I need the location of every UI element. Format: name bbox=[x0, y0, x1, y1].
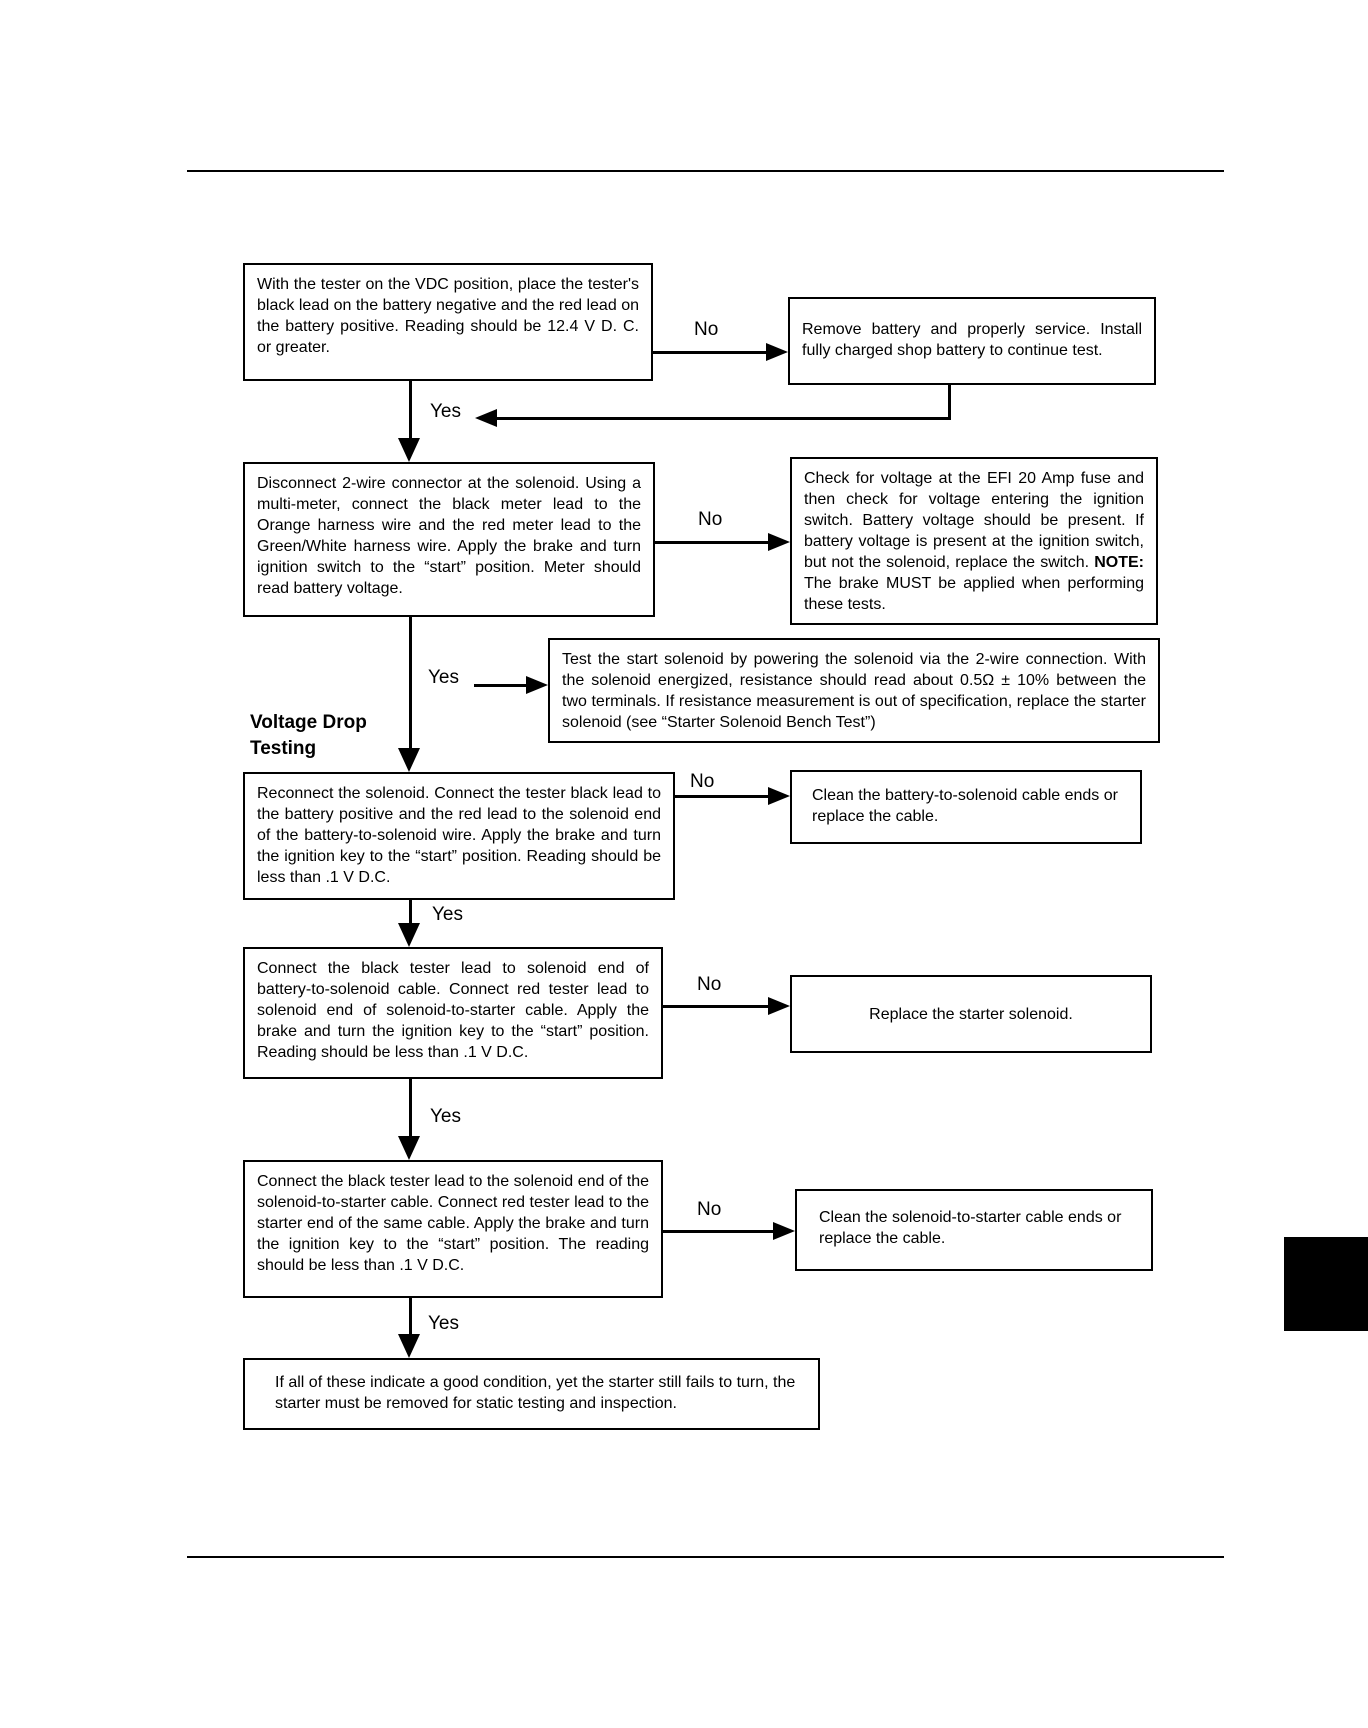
box-text: Reconnect the solenoid. Connect the test… bbox=[257, 785, 661, 886]
arrowhead-right-icon bbox=[768, 787, 790, 805]
flowchart-box-replace-solenoid: Replace the starter solenoid. bbox=[790, 975, 1152, 1053]
box-text: Test the start solenoid by powering the … bbox=[562, 651, 1146, 731]
connector-line bbox=[497, 417, 951, 420]
section-heading: Voltage Drop Testing bbox=[250, 712, 367, 759]
connector-line bbox=[409, 381, 412, 441]
box-text: With the tester on the VDC position, pla… bbox=[257, 276, 639, 356]
flowchart-box-check-fuse: Check for voltage at the EFI 20 Amp fuse… bbox=[790, 457, 1158, 625]
flowchart-box-battery-test: With the tester on the VDC position, pla… bbox=[243, 263, 653, 381]
flowchart-box-clean-battery-cable: Clean the battery-to-solenoid cable ends… bbox=[790, 770, 1142, 844]
box-text: Clean the battery-to-solenoid cable ends… bbox=[812, 787, 1118, 825]
flowchart-box-battery-solenoid-cable: Connect the black tester lead to solenoi… bbox=[243, 947, 663, 1079]
box-text: Disconnect 2-wire connector at the solen… bbox=[257, 475, 641, 597]
yes-label: Yes bbox=[430, 401, 461, 422]
box-text: Connect the black tester lead to solenoi… bbox=[257, 960, 649, 1061]
flowchart-box-solenoid-starter-cable: Connect the black tester lead to the sol… bbox=[243, 1160, 663, 1298]
connector-line bbox=[663, 1230, 775, 1233]
yes-label: Yes bbox=[430, 1106, 461, 1127]
flowchart-box-static-testing: If all of these indicate a good conditio… bbox=[243, 1358, 820, 1430]
flowchart-box-service-battery: Remove battery and properly service. Ins… bbox=[788, 297, 1156, 385]
bottom-rule bbox=[187, 1556, 1224, 1558]
connector-line bbox=[653, 351, 768, 354]
box-text: Replace the starter solenoid. bbox=[869, 1005, 1073, 1023]
box-text: The brake MUST be applied when performin… bbox=[804, 575, 1144, 613]
box-text: Clean the solenoid-to-starter cable ends… bbox=[819, 1209, 1122, 1247]
no-label: No bbox=[697, 974, 722, 995]
arrowhead-right-icon bbox=[773, 1222, 795, 1240]
yes-label: Yes bbox=[428, 1313, 459, 1334]
connector-line bbox=[663, 1005, 770, 1008]
arrowhead-down-icon bbox=[398, 748, 420, 772]
arrowhead-right-icon bbox=[766, 343, 788, 361]
arrowhead-right-icon bbox=[768, 533, 790, 551]
connector-line bbox=[474, 684, 528, 687]
arrowhead-down-icon bbox=[398, 923, 420, 947]
connector-line bbox=[675, 795, 770, 798]
no-label: No bbox=[697, 1199, 722, 1220]
arrowhead-left-icon bbox=[475, 409, 497, 427]
box-text: Connect the black tester lead to the sol… bbox=[257, 1173, 649, 1274]
flowchart-box-clean-starter-cable: Clean the solenoid-to-starter cable ends… bbox=[795, 1189, 1153, 1271]
box-text: Remove battery and properly service. Ins… bbox=[802, 321, 1142, 359]
box-text: Check for voltage at the EFI 20 Amp fuse… bbox=[804, 470, 1144, 571]
no-label: No bbox=[698, 509, 723, 530]
flowchart-box-solenoid-connector: Disconnect 2-wire connector at the solen… bbox=[243, 462, 655, 617]
yes-label: Yes bbox=[432, 904, 463, 925]
no-label: No bbox=[694, 319, 719, 340]
yes-label: Yes bbox=[428, 667, 459, 688]
page-edge-tab bbox=[1284, 1237, 1368, 1331]
arrowhead-down-icon bbox=[398, 438, 420, 462]
no-label: No bbox=[690, 771, 715, 792]
connector-line bbox=[948, 385, 951, 419]
connector-line bbox=[409, 617, 412, 750]
arrowhead-down-icon bbox=[398, 1136, 420, 1160]
arrowhead-down-icon bbox=[398, 1334, 420, 1358]
flowchart-box-test-solenoid: Test the start solenoid by powering the … bbox=[548, 638, 1160, 743]
arrowhead-right-icon bbox=[768, 997, 790, 1015]
arrowhead-right-icon bbox=[526, 676, 548, 694]
box-text: If all of these indicate a good conditio… bbox=[275, 1374, 796, 1412]
connector-line bbox=[655, 541, 768, 544]
flowchart-box-reconnect-solenoid: Reconnect the solenoid. Connect the test… bbox=[243, 772, 675, 900]
top-rule bbox=[187, 170, 1224, 172]
note-label: NOTE: bbox=[1094, 554, 1144, 571]
connector-line bbox=[409, 900, 412, 927]
connector-line bbox=[409, 1079, 412, 1138]
connector-line bbox=[409, 1298, 412, 1336]
